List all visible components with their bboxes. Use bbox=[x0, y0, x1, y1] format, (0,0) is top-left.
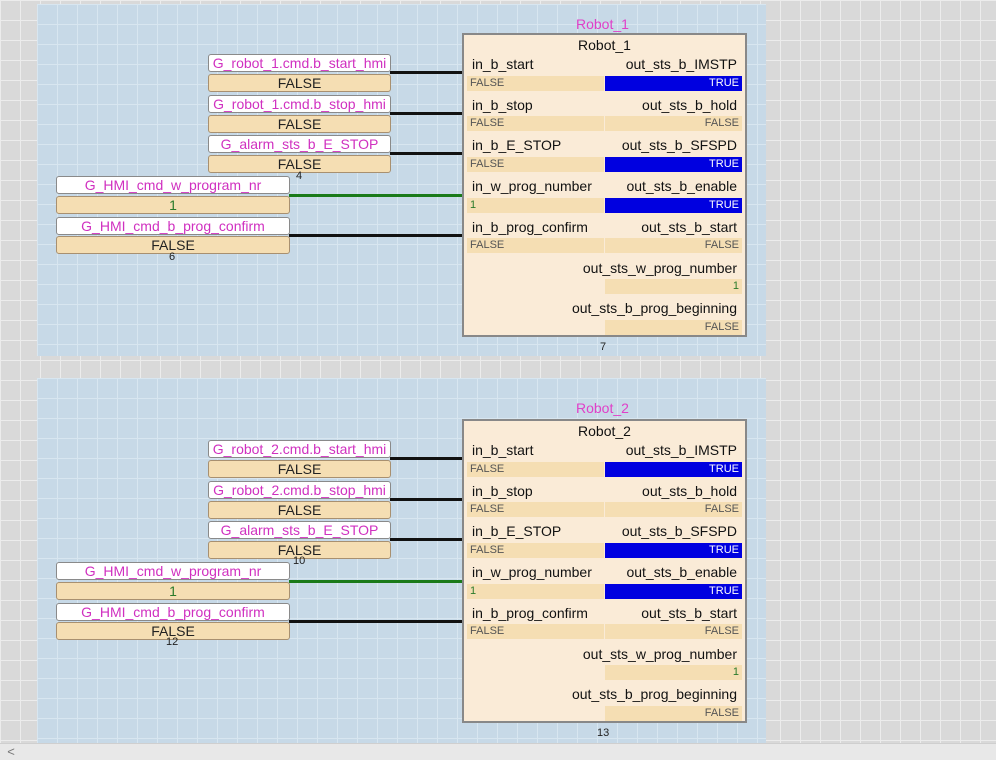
output-pin-value: FALSE bbox=[605, 238, 742, 253]
function-block-title: Robot_1 bbox=[578, 37, 631, 53]
input-variable-name[interactable]: G_robot_2.cmd.b_stop_hmi bbox=[208, 481, 391, 499]
input-variable-value[interactable]: FALSE bbox=[208, 501, 391, 519]
input-variable-name[interactable]: G_alarm_sts_b_E_STOP bbox=[208, 135, 391, 153]
input-variable-name[interactable]: G_alarm_sts_b_E_STOP bbox=[208, 521, 391, 539]
output-pin-value: 1 bbox=[605, 665, 742, 680]
input-variable-name[interactable]: G_HMI_cmd_b_prog_confirm bbox=[56, 603, 290, 621]
input-pin-name: in_b_stop bbox=[472, 97, 533, 113]
wire bbox=[390, 152, 463, 155]
wire bbox=[390, 538, 463, 541]
input-pin-name: in_b_E_STOP bbox=[472, 523, 562, 539]
input-pin-name: in_b_prog_confirm bbox=[472, 219, 588, 235]
input-variable-name[interactable]: G_robot_2.cmd.b_start_hmi bbox=[208, 440, 391, 458]
input-variable-value[interactable]: FALSE bbox=[208, 541, 391, 559]
wire bbox=[390, 112, 463, 115]
input-pin-value: FALSE bbox=[467, 543, 604, 558]
function-block-sequence-number: 7 bbox=[600, 341, 607, 353]
output-pin-value: FALSE bbox=[605, 624, 742, 639]
input-variable-name[interactable]: G_HMI_cmd_b_prog_confirm bbox=[56, 217, 290, 235]
function-block-title: Robot_2 bbox=[578, 423, 631, 439]
input-variable-value[interactable]: FALSE bbox=[56, 622, 290, 640]
wire bbox=[390, 71, 463, 74]
output-pin-name: out_sts_b_start bbox=[641, 219, 737, 235]
horizontal-scrollbar[interactable]: < bbox=[0, 743, 996, 760]
sequence-number: 10 bbox=[293, 555, 306, 567]
wire bbox=[390, 457, 463, 460]
output-pin-value: FALSE bbox=[605, 502, 742, 517]
output-pin-value: FALSE bbox=[605, 706, 742, 721]
input-variable-value[interactable]: FALSE bbox=[208, 155, 391, 173]
wire bbox=[289, 234, 463, 237]
output-pin-value: TRUE bbox=[605, 198, 742, 213]
output-pin-name: out_sts_b_enable bbox=[626, 178, 737, 194]
input-pin-name: in_b_stop bbox=[472, 483, 533, 499]
function-block-robot-2[interactable]: Robot_2 in_b_start out_sts_b_IMSTP FALSE… bbox=[462, 419, 747, 723]
output-pin-value: TRUE bbox=[605, 462, 742, 477]
sequence-number: 4 bbox=[296, 170, 303, 182]
output-pin-name: out_sts_w_prog_number bbox=[582, 646, 737, 662]
input-pin-value: FALSE bbox=[467, 238, 604, 253]
output-pin-name: out_sts_b_IMSTP bbox=[625, 56, 737, 72]
output-pin-name: out_sts_b_hold bbox=[642, 483, 737, 499]
input-variable-value[interactable]: FALSE bbox=[208, 460, 391, 478]
input-pin-value: FALSE bbox=[467, 462, 604, 477]
sequence-number: 6 bbox=[169, 251, 176, 263]
output-pin-name: out_sts_b_prog_beginning bbox=[571, 300, 737, 316]
input-pin-name: in_b_prog_confirm bbox=[472, 605, 588, 621]
output-pin-value: TRUE bbox=[605, 584, 742, 599]
output-pin-name: out_sts_b_IMSTP bbox=[625, 442, 737, 458]
output-pin-value: TRUE bbox=[605, 543, 742, 558]
group-title: Robot_1 bbox=[576, 16, 629, 32]
input-variable-value[interactable]: 1 bbox=[56, 582, 290, 600]
scroll-left-arrow-icon[interactable]: < bbox=[7, 744, 15, 759]
wire bbox=[289, 580, 463, 583]
input-pin-value: FALSE bbox=[467, 76, 604, 91]
input-pin-value: FALSE bbox=[467, 116, 604, 131]
function-block-robot-1[interactable]: Robot_1 in_b_start out_sts_b_IMSTP FALSE… bbox=[462, 33, 747, 337]
input-pin-name: in_w_prog_number bbox=[472, 564, 592, 580]
input-variable-value[interactable]: FALSE bbox=[208, 74, 391, 92]
input-pin-value: 1 bbox=[467, 198, 604, 213]
output-pin-name: out_sts_b_hold bbox=[642, 97, 737, 113]
input-variable-value[interactable]: 1 bbox=[56, 196, 290, 214]
sequence-number: 12 bbox=[166, 636, 179, 648]
group-title: Robot_2 bbox=[576, 400, 629, 416]
output-pin-name: out_sts_w_prog_number bbox=[582, 260, 737, 276]
input-pin-name: in_b_start bbox=[472, 442, 534, 458]
output-pin-name: out_sts_b_SFSPD bbox=[621, 137, 737, 153]
output-pin-name: out_sts_b_start bbox=[641, 605, 737, 621]
output-pin-value: FALSE bbox=[605, 320, 742, 335]
input-variable-name[interactable]: G_robot_1.cmd.b_start_hmi bbox=[208, 54, 391, 72]
output-pin-value: 1 bbox=[605, 279, 742, 294]
input-pin-value: FALSE bbox=[467, 157, 604, 172]
wire bbox=[289, 620, 463, 623]
output-pin-name: out_sts_b_SFSPD bbox=[621, 523, 737, 539]
wire bbox=[289, 194, 463, 197]
output-pin-name: out_sts_b_enable bbox=[626, 564, 737, 580]
input-variable-value[interactable]: FALSE bbox=[56, 236, 290, 254]
function-block-sequence-number: 13 bbox=[597, 727, 610, 739]
input-pin-name: in_b_start bbox=[472, 56, 534, 72]
input-variable-name[interactable]: G_HMI_cmd_w_program_nr bbox=[56, 562, 290, 580]
output-pin-value: TRUE bbox=[605, 76, 742, 91]
input-pin-value: FALSE bbox=[467, 502, 604, 517]
input-pin-value: 1 bbox=[467, 584, 604, 599]
output-pin-value: TRUE bbox=[605, 157, 742, 172]
input-variable-value[interactable]: FALSE bbox=[208, 115, 391, 133]
input-pin-value: FALSE bbox=[467, 624, 604, 639]
wire bbox=[390, 498, 463, 501]
input-variable-name[interactable]: G_HMI_cmd_w_program_nr bbox=[56, 176, 290, 194]
output-pin-value: FALSE bbox=[605, 116, 742, 131]
input-pin-name: in_w_prog_number bbox=[472, 178, 592, 194]
output-pin-name: out_sts_b_prog_beginning bbox=[571, 686, 737, 702]
input-variable-name[interactable]: G_robot_1.cmd.b_stop_hmi bbox=[208, 95, 391, 113]
input-pin-name: in_b_E_STOP bbox=[472, 137, 562, 153]
